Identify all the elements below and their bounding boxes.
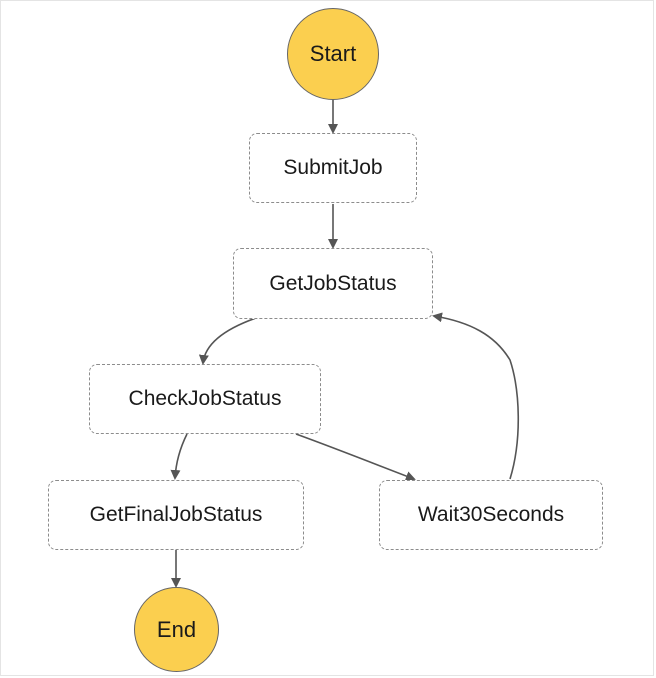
edge-getjobstatus-to-checkjobstatus [198, 317, 257, 365]
wait30seconds-node[interactable]: Wait30Seconds [379, 480, 603, 550]
getjobstatus-node-label: GetJobStatus [269, 271, 397, 295]
edge-checkjobstatus-to-wait30seconds [295, 433, 416, 481]
end-node-label: End [156, 616, 197, 642]
submitjob-node[interactable]: SubmitJob [249, 133, 417, 203]
checkjobstatus-node[interactable]: CheckJobStatus [89, 364, 321, 434]
checkjobstatus-node-label: CheckJobStatus [128, 387, 282, 410]
getjobstatus-node[interactable]: GetJobStatus [233, 248, 433, 319]
getfinaljobstatus-node[interactable]: GetFinalJobStatus [48, 480, 304, 550]
edge-checkjobstatus-to-getfinaljobstatus [170, 433, 188, 480]
submitjob-node-label: SubmitJob [283, 156, 383, 179]
wait30seconds-node-label: Wait30Seconds [417, 503, 565, 526]
end-node: End [134, 587, 219, 672]
start-node: Start [287, 8, 379, 100]
edge-wait30seconds-to-getjobstatus [432, 312, 520, 480]
getfinaljobstatus-node-label: GetFinalJobStatus [89, 503, 263, 526]
start-node-label: Start [309, 41, 357, 66]
